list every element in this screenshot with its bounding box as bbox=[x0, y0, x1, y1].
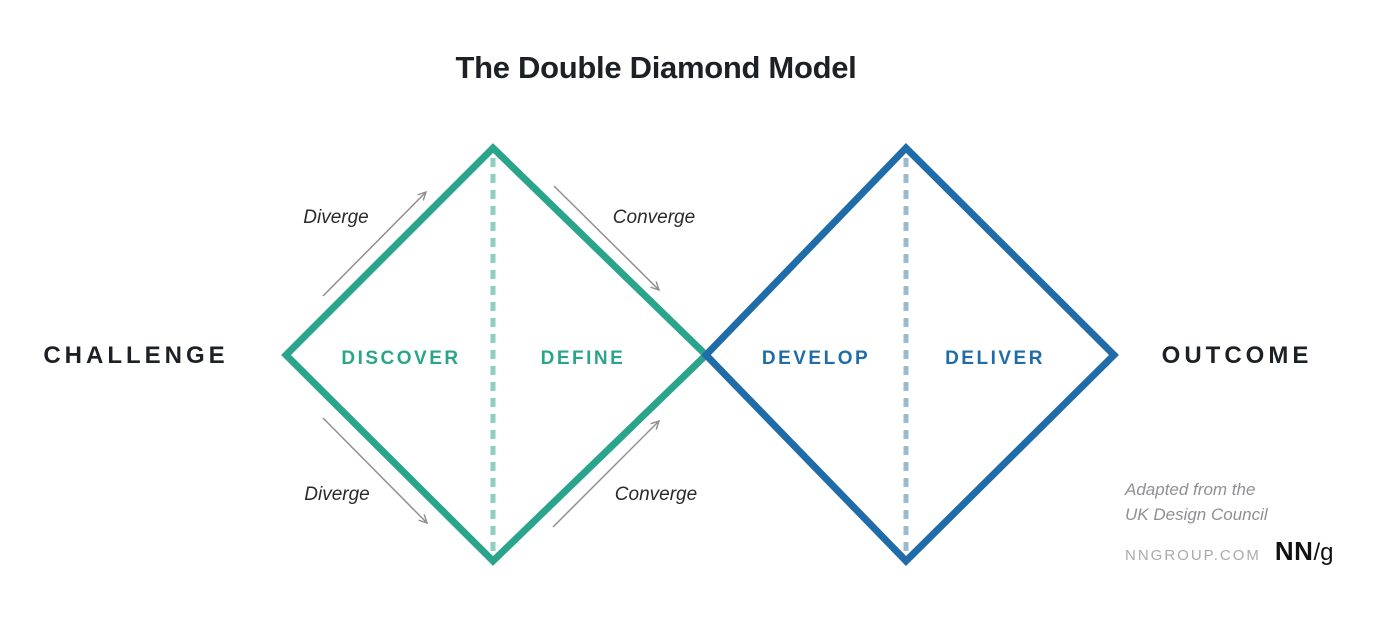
converge-arrow-top-icon bbox=[553, 185, 661, 292]
page-title: The Double Diamond Model bbox=[455, 50, 857, 85]
diverge-label-top: Diverge bbox=[303, 207, 369, 228]
attribution-text: Adapted from the UK Design Council bbox=[1125, 477, 1268, 527]
diverge-arrow-top-icon bbox=[322, 190, 428, 297]
develop-deliver-diamond bbox=[701, 143, 1119, 566]
footer-branding: NNGROUP.COM NN/g bbox=[1125, 536, 1333, 567]
converge-label-bottom: Converge bbox=[614, 484, 698, 505]
attribution-line-1: Adapted from the bbox=[1125, 480, 1256, 499]
attribution-line-2: UK Design Council bbox=[1125, 505, 1268, 524]
converge-arrow-bottom-icon bbox=[552, 419, 661, 528]
nngroup-site-label: NNGROUP.COM bbox=[1125, 547, 1261, 564]
nng-logo-bold: NN bbox=[1274, 536, 1314, 566]
nng-logo: NN/g bbox=[1275, 536, 1334, 567]
discover-define-diamond bbox=[281, 143, 712, 566]
diverge-label-bottom: Diverge bbox=[304, 484, 370, 505]
deliver-phase-label: DELIVER bbox=[945, 348, 1045, 369]
converge-label-top: Converge bbox=[612, 207, 696, 228]
diverge-arrow-bottom-icon bbox=[322, 417, 429, 525]
nng-logo-light: /g bbox=[1313, 539, 1334, 566]
challenge-label: CHALLENGE bbox=[43, 342, 229, 369]
discover-phase-label: DISCOVER bbox=[341, 348, 461, 369]
develop-phase-label: DEVELOP bbox=[761, 348, 871, 369]
define-phase-label: DEFINE bbox=[540, 348, 626, 369]
outcome-label: OUTCOME bbox=[1161, 342, 1313, 369]
